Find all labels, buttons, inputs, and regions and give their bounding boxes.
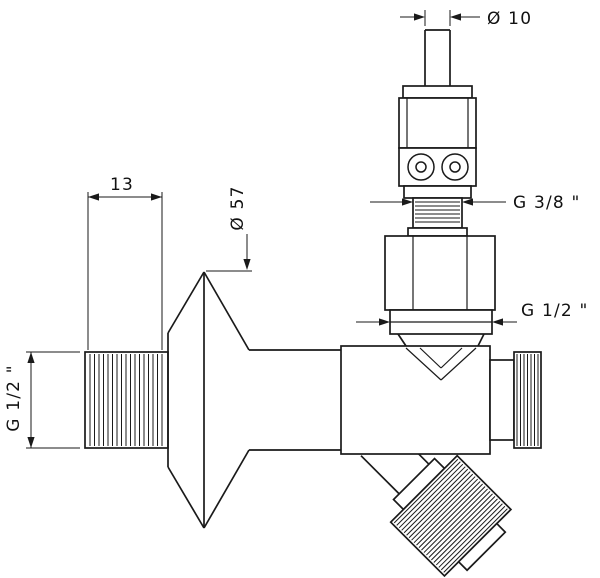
- port-circle-right-inner: [449, 161, 461, 173]
- hex-collar: [407, 227, 468, 237]
- right-outlet: [489, 351, 542, 449]
- hex-nut: [384, 235, 496, 311]
- dim-thread-g38: G 3/8 ": [370, 193, 581, 213]
- right-outlet-neck: [489, 359, 515, 441]
- cartridge-cap: [402, 85, 473, 99]
- outlet-tip: [457, 522, 507, 572]
- dim-thread-g12-union: G 1/2 ": [356, 301, 589, 326]
- dim-label-diameter-57: Ø 57: [228, 185, 248, 230]
- cartridge-body: [398, 97, 477, 149]
- dim-label-thread-g38: G 3/8 ": [513, 193, 581, 213]
- left-male-thread: [84, 351, 169, 449]
- cartridge-flange: [403, 185, 472, 199]
- right-thread-hatch: [516, 354, 539, 446]
- wall-flange: [167, 271, 250, 529]
- dimensions: Ø 10 G 3/8 " G 1/2 " Ø 57: [4, 9, 589, 449]
- g38-thread-nipple: [412, 197, 463, 229]
- dim-length-13: 13: [87, 175, 163, 350]
- vertical-valve-assembly: [384, 29, 496, 347]
- dim-label-thread-g12-left: G 1/2 ": [4, 364, 24, 432]
- knurl-hatch: [393, 458, 508, 573]
- dim-diameter-10: Ø 10: [400, 9, 532, 29]
- body-inlet-funnel: [405, 347, 477, 381]
- angled-outlet: [360, 425, 513, 578]
- g38-thread-hatch: [415, 201, 460, 223]
- port-circle-left-inner: [415, 161, 427, 173]
- valve-main-body: [340, 345, 491, 455]
- dim-thread-g12-left: G 1/2 ": [4, 351, 80, 449]
- dim-label-length-13: 13: [110, 175, 134, 195]
- dim-diameter-57: Ø 57: [206, 185, 252, 272]
- left-thread-hatch: [89, 354, 163, 446]
- dim-label-diameter-10: Ø 10: [487, 9, 532, 29]
- dim-label-thread-g12-union: G 1/2 ": [521, 301, 589, 321]
